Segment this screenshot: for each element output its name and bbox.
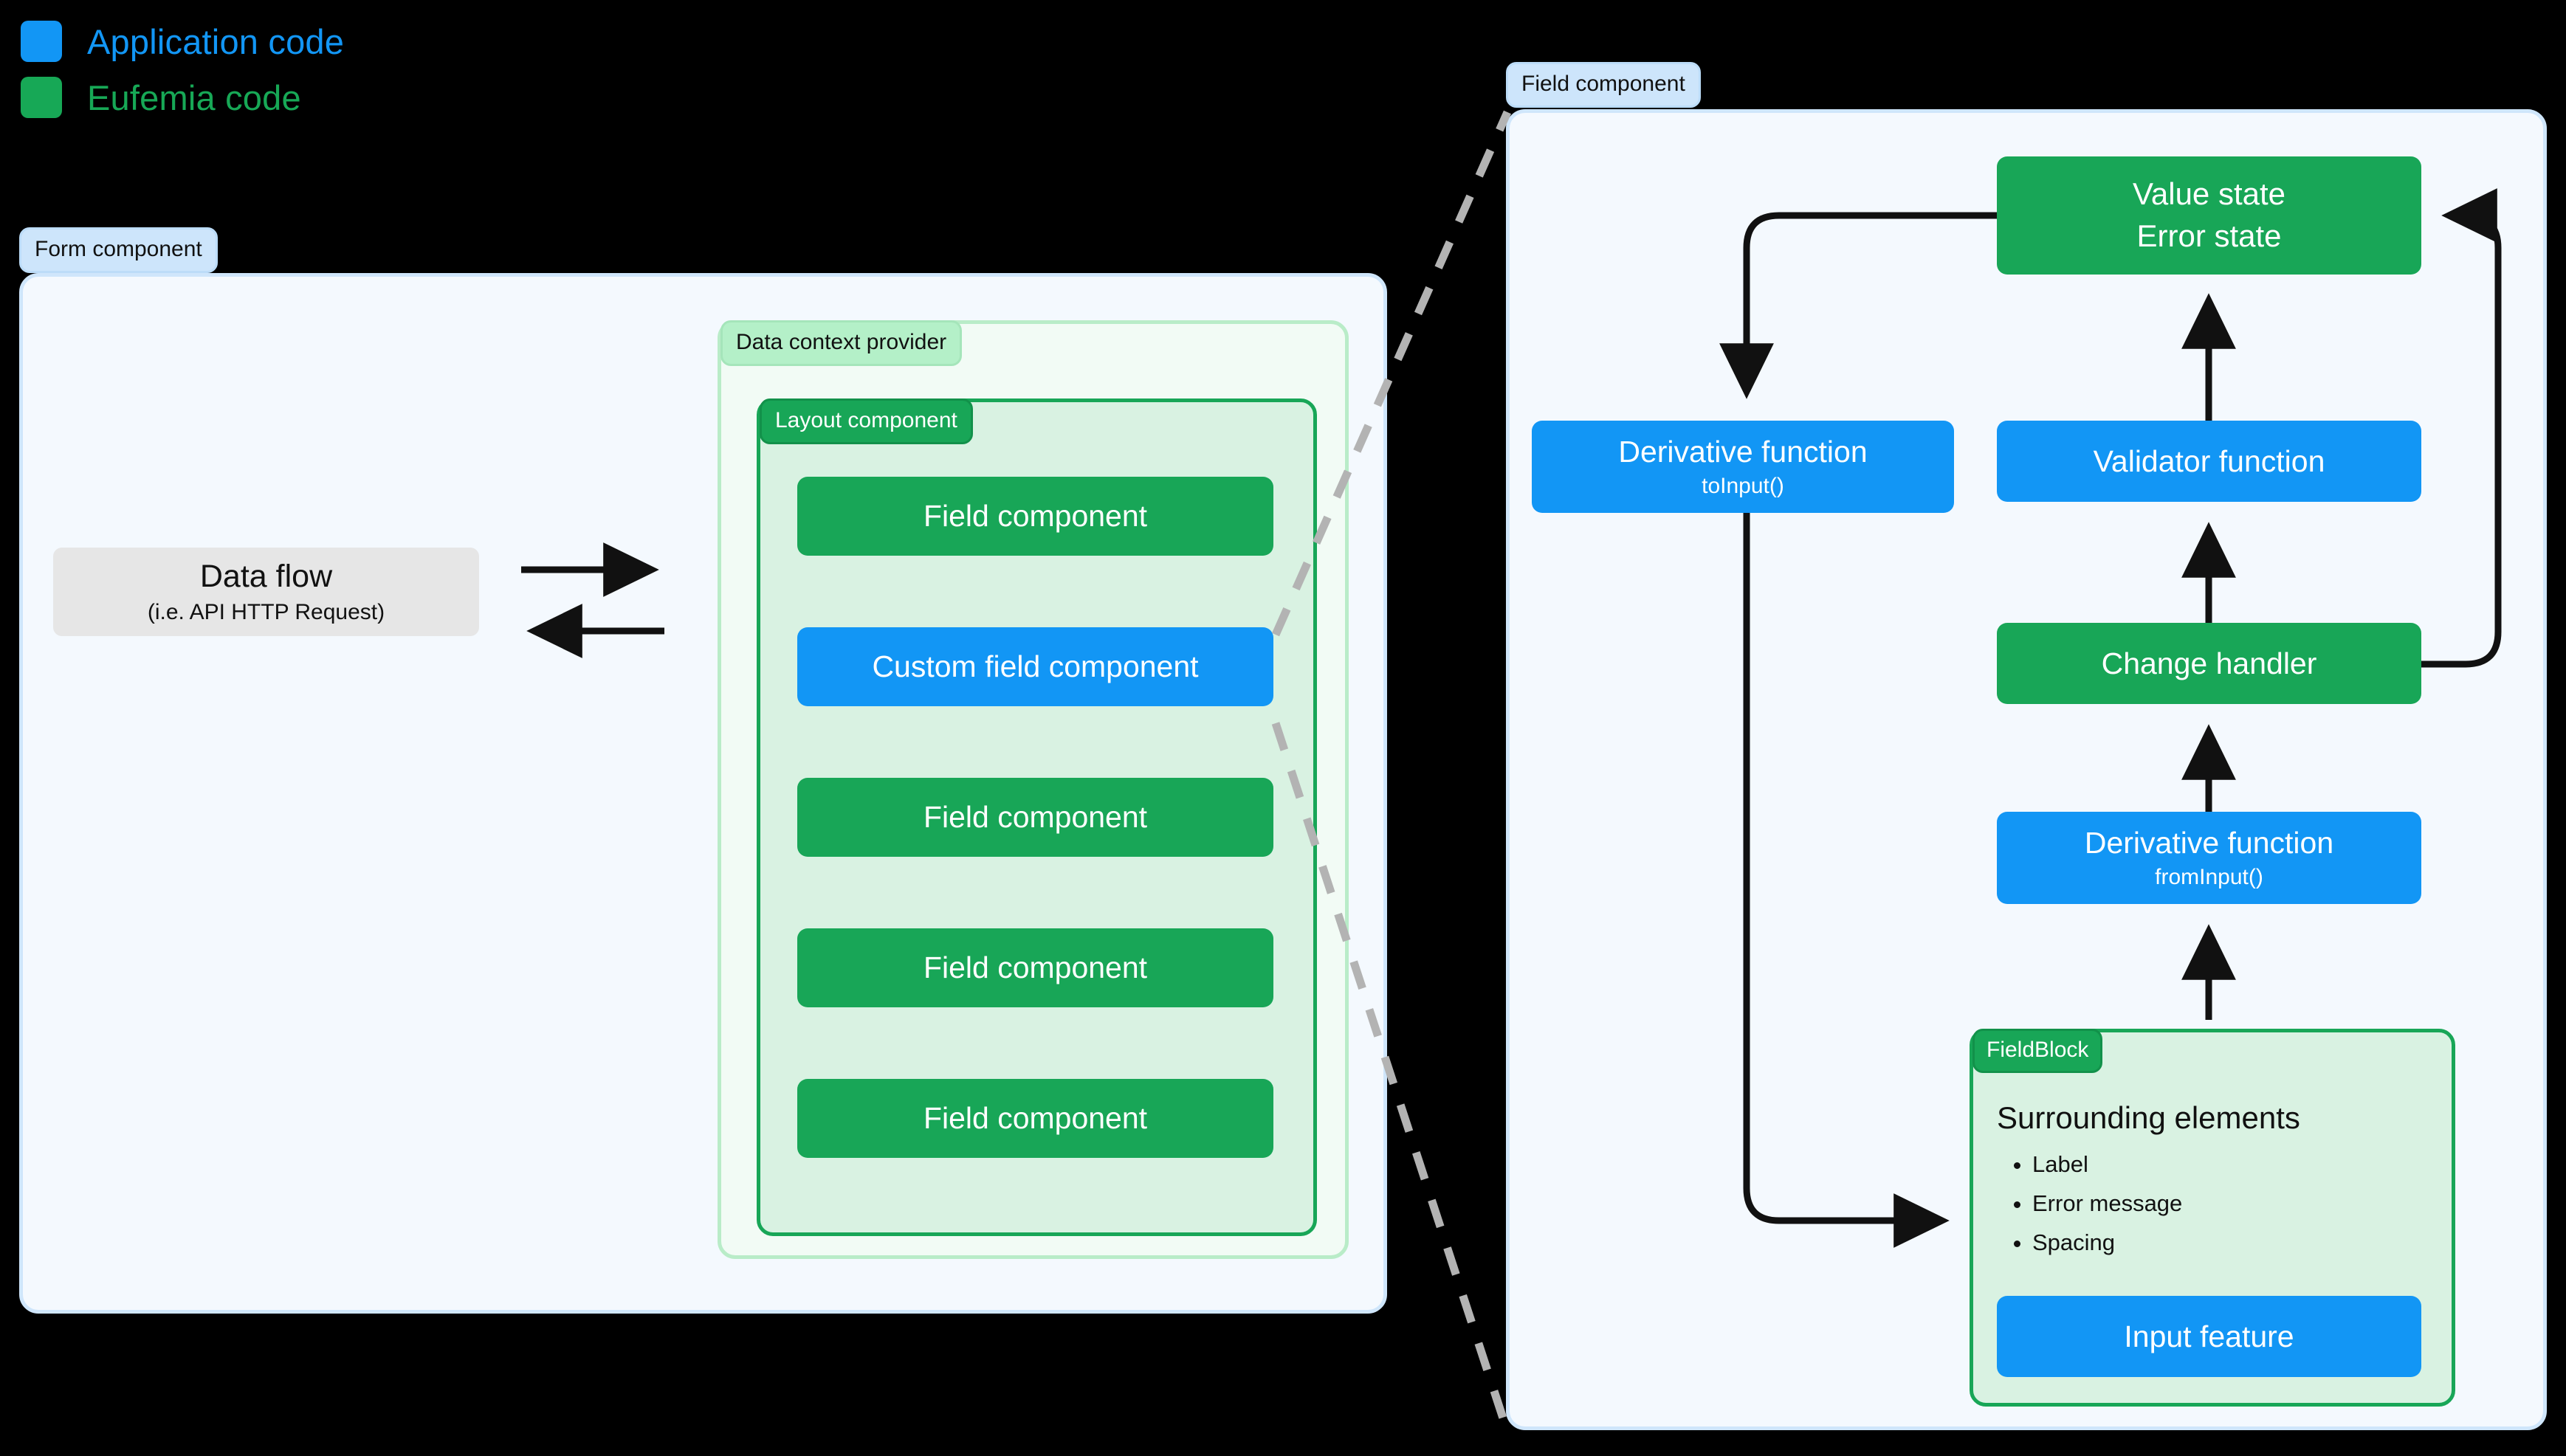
field-component-node-1: Field component [797,477,1273,556]
validator-function-title: Validator function [2093,444,2325,478]
derivative-from-input-subtitle: fromInput() [2155,864,2263,889]
change-handler-node: Change handler [1997,623,2421,704]
derivative-to-input-title: Derivative function [1618,435,1868,469]
field-component-label: Field component [923,1101,1148,1136]
surrounding-elements-list: Label Error message Spacing [1997,1145,2440,1262]
green-swatch-icon [21,77,62,118]
field-component-label: Field component [923,950,1148,985]
validator-function-node: Validator function [1997,421,2421,502]
field-component-node-5: Field component [797,1079,1273,1158]
surrounding-elements-title: Surrounding elements [1997,1100,2300,1135]
field-component-label: Field component [923,800,1148,835]
field-component-badge: Field component [1506,62,1701,108]
data-flow-box: Data flow (i.e. API HTTP Request) [53,548,479,636]
value-state-line-1: Value state [2132,176,2286,212]
list-item: Spacing [2032,1224,2440,1263]
list-item: Error message [2032,1184,2440,1224]
blue-swatch-icon [21,21,62,62]
form-component-badge: Form component [19,227,218,273]
change-handler-title: Change handler [2101,646,2317,680]
input-feature-title: Input feature [2124,1319,2294,1353]
custom-field-component-node: Custom field component [797,627,1273,706]
legend: Application code Eufemia code [21,13,344,125]
derivative-function-to-input-node: Derivative function toInput() [1532,421,1954,513]
legend-item-application: Application code [21,13,344,69]
derivative-to-input-subtitle: toInput() [1702,473,1784,498]
derivative-function-from-input-node: Derivative function fromInput() [1997,812,2421,904]
input-feature-node: Input feature [1997,1296,2421,1377]
custom-field-component-label: Custom field component [872,649,1199,684]
field-component-label: Field component [923,499,1148,534]
value-state-line-2: Error state [2136,218,2282,253]
field-component-node-4: Field component [797,928,1273,1007]
legend-label-eufemia: Eufemia code [87,77,301,117]
derivative-from-input-title: Derivative function [2084,826,2334,860]
legend-item-eufemia: Eufemia code [21,69,344,125]
data-context-provider-badge: Data context provider [720,320,963,366]
data-flow-title: Data flow [199,558,333,594]
list-item: Label [2032,1145,2440,1184]
value-state-node: Value state Error state [1997,156,2421,275]
field-block-badge: FieldBlock [1972,1029,2103,1073]
legend-label-application: Application code [87,21,345,61]
field-component-node-3: Field component [797,778,1273,857]
data-flow-subtitle: (i.e. API HTTP Request) [147,600,385,625]
layout-component-badge: Layout component [760,398,973,444]
surrounding-elements-group: Surrounding elements Label Error message… [1997,1100,2440,1262]
